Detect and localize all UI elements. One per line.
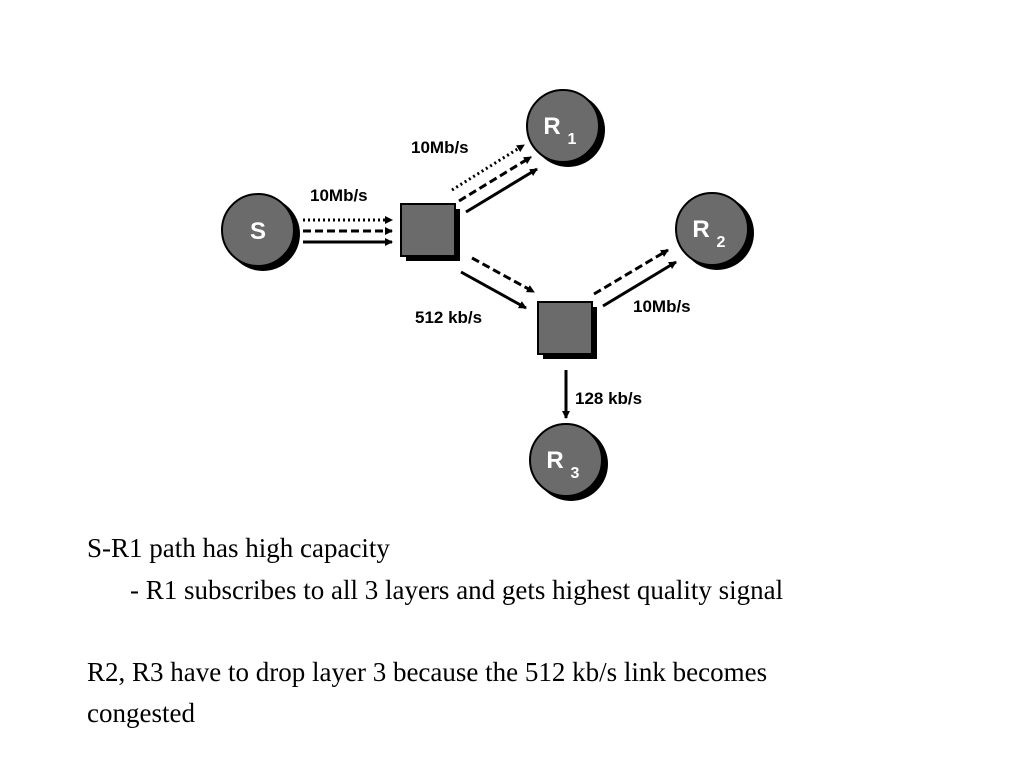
label-router1-r1: 10Mb/s <box>411 138 469 157</box>
node-source: S <box>221 193 300 271</box>
text-line-3: R2, R3 have to drop layer 3 because the … <box>87 657 768 687</box>
link-s-router1 <box>303 216 393 246</box>
router-1 <box>400 203 460 261</box>
label-router2-r2: 10Mb/s <box>633 297 691 316</box>
text-line-1: S-R1 path has high capacity <box>87 533 390 563</box>
node-r3-letter: R <box>546 447 563 474</box>
label-router1-router2: 512 kb/s <box>415 308 482 327</box>
multicast-diagram: S R 1 R 2 R 3 10Mb/s 10Mb/s 512 kb/s 10M… <box>221 89 754 501</box>
label-router2-r3: 128 kb/s <box>575 389 642 408</box>
link-router1-router2 <box>460 256 535 310</box>
router-2 <box>537 301 597 359</box>
link-router1-r1 <box>451 143 538 214</box>
node-r2-subscript: 2 <box>717 234 726 251</box>
text-line-4: congested <box>87 698 195 728</box>
node-r2: R 2 <box>675 192 754 270</box>
link-router2-r2 <box>593 248 677 308</box>
node-r1-letter: R <box>543 113 560 140</box>
label-s-router1: 10Mb/s <box>310 186 368 205</box>
node-r2-letter: R <box>692 216 709 243</box>
node-r1-subscript: 1 <box>568 131 577 148</box>
node-r1: R 1 <box>526 89 605 167</box>
text-line-2: - R1 subscribes to all 3 layers and gets… <box>130 575 784 605</box>
node-source-label: S <box>250 218 266 245</box>
node-r3-subscript: 3 <box>571 465 580 482</box>
node-r3: R 3 <box>529 423 608 501</box>
